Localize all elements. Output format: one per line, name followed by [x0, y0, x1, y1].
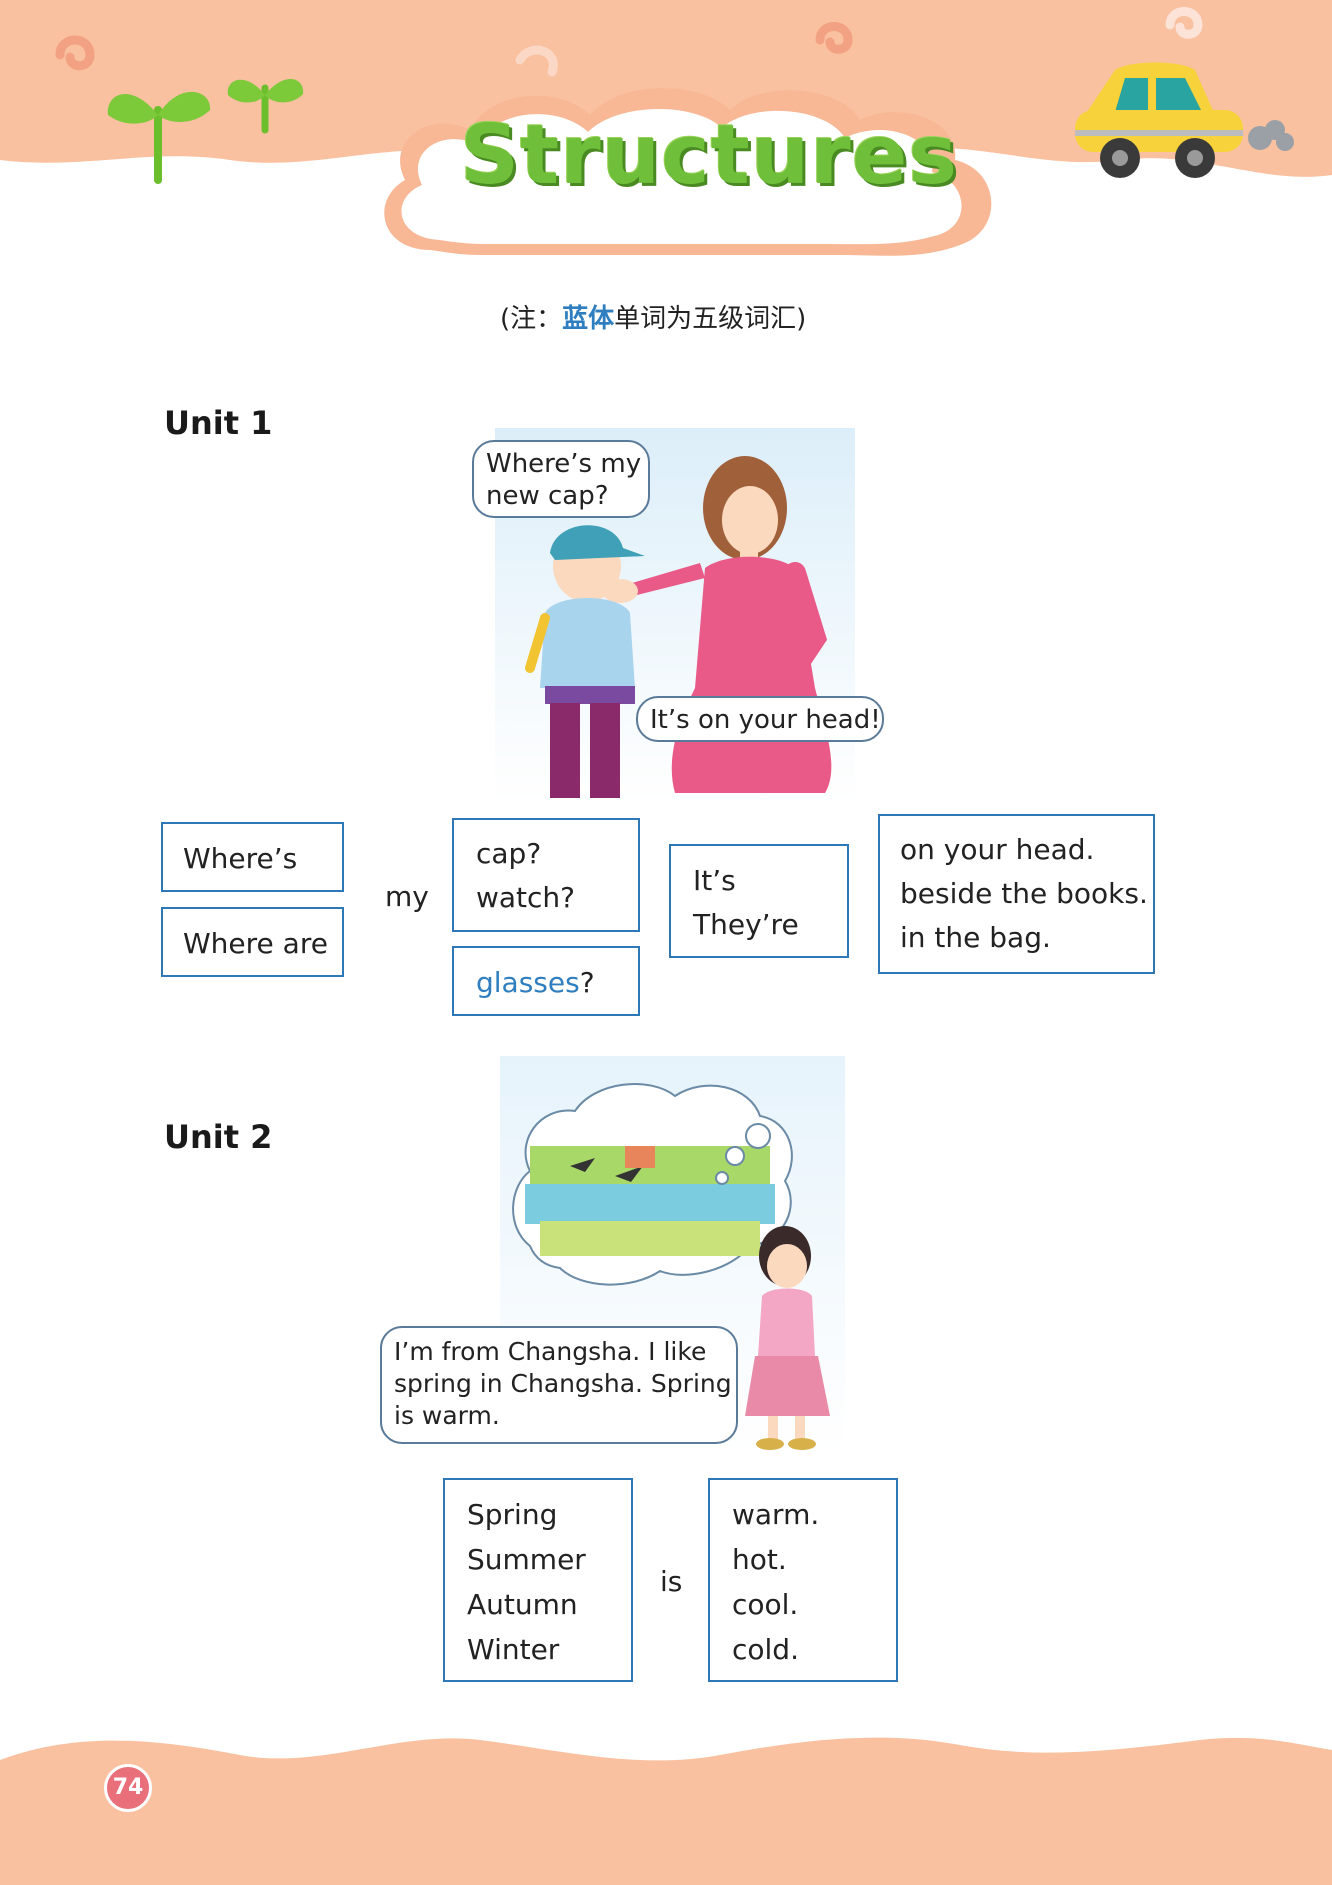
footer-band	[0, 1737, 1332, 1885]
box-word: Where’s	[183, 842, 298, 875]
connector-is: is	[660, 1565, 683, 1598]
speech-bubble-changsha: I’m from Changsha. I like spring in Chan…	[380, 1326, 738, 1444]
box-word: watch?	[476, 881, 576, 914]
box-word: warm.	[732, 1498, 820, 1531]
box-word: beside the books.	[900, 877, 1148, 910]
vocab-word-glasses: glasses	[476, 966, 580, 999]
box-word: They’re	[693, 908, 799, 941]
note-highlight: 蓝体	[562, 304, 615, 334]
box-word: cap?	[476, 837, 542, 870]
box-word: cold.	[732, 1633, 799, 1666]
box-word: Winter	[467, 1633, 560, 1666]
unit-2-heading: Unit 2	[164, 1118, 273, 1156]
box-its-theyre: It’s They’re	[669, 844, 849, 958]
box-weather: warm. hot. cool. cold.	[708, 1478, 898, 1682]
title-cloud	[384, 88, 992, 256]
question-mark: ?	[579, 966, 595, 999]
box-glasses: glasses?	[452, 946, 640, 1016]
note-open: (注：	[500, 304, 563, 334]
bubble-line: new cap?	[486, 481, 609, 511]
bubble-line: is warm.	[394, 1401, 500, 1430]
box-locations: on your head. beside the books. in the b…	[878, 814, 1155, 974]
bubble-line: Where’s my	[486, 449, 642, 479]
box-word: It’s	[693, 864, 736, 897]
connector-my: my	[385, 880, 429, 913]
box-word: Summer	[467, 1543, 586, 1576]
unit-1-heading: Unit 1	[164, 404, 273, 442]
note-rest: 单词为五级词汇)	[614, 304, 807, 334]
box-where-are: Where are	[161, 907, 344, 977]
page-title: Structures	[460, 108, 959, 203]
speech-bubble-question: Where’s my new cap?	[472, 440, 650, 518]
page-number-badge: 74	[104, 1764, 152, 1812]
bubble-line: I’m from Changsha. I like	[394, 1337, 707, 1366]
car-icon	[1075, 62, 1294, 178]
box-word: on your head.	[900, 833, 1095, 866]
sprout-icon	[107, 79, 304, 184]
bubble-line: spring in Changsha. Spring	[394, 1369, 732, 1398]
vocabulary-note: (注：蓝体单词为五级词汇)	[500, 298, 860, 335]
page-number: 74	[112, 1775, 144, 1800]
speech-bubble-answer: It’s on your head!	[636, 696, 884, 742]
box-cap-watch: cap? watch?	[452, 818, 640, 932]
box-word: hot.	[732, 1543, 787, 1576]
box-word: in the bag.	[900, 921, 1051, 954]
box-word: cool.	[732, 1588, 799, 1621]
box-word: Spring	[467, 1498, 558, 1531]
box-seasons: Spring Summer Autumn Winter	[443, 1478, 633, 1682]
bubble-line: It’s on your head!	[650, 705, 881, 735]
box-wheres: Where’s	[161, 822, 344, 892]
box-word: Autumn	[467, 1588, 578, 1621]
box-word: Where are	[183, 927, 328, 960]
